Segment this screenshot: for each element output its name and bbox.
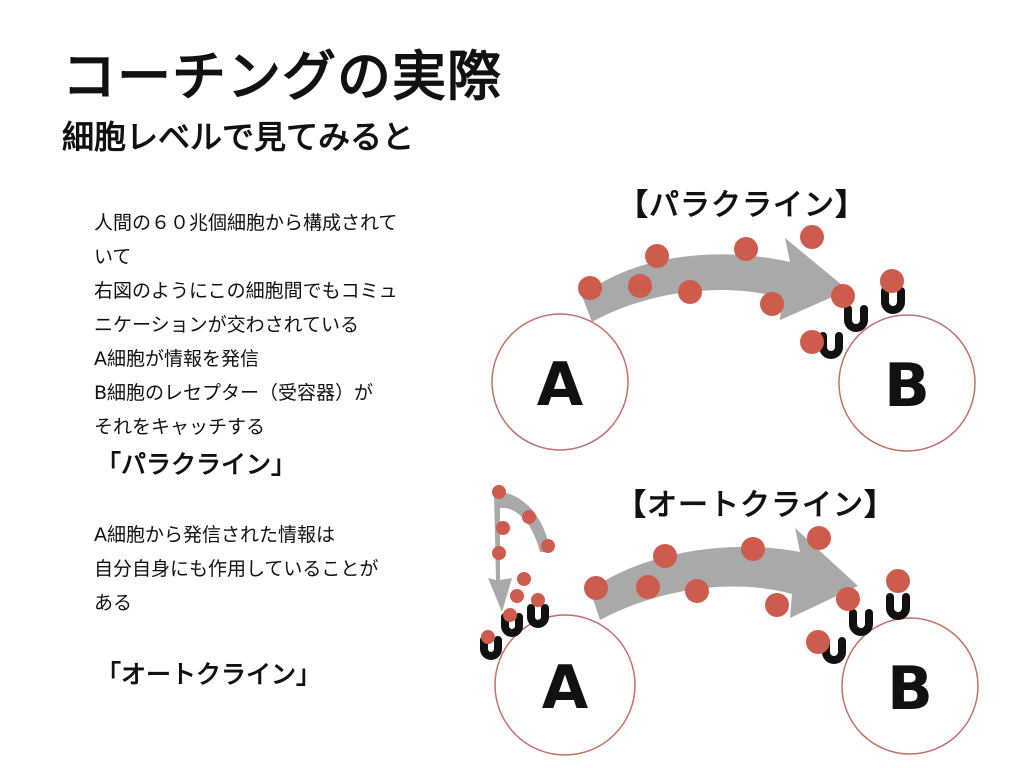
molecule [510, 589, 524, 603]
molecule [678, 280, 702, 304]
text-line: 自分自身にも作用していることが [94, 558, 379, 580]
text-line: ニケーションが交わされている [94, 314, 360, 336]
cell-a-label: A [537, 350, 584, 420]
text-line: 人間の６０兆個細胞から構成されて [94, 212, 398, 234]
paracrine-arrow [582, 238, 848, 322]
cell-a-label: A [542, 653, 589, 723]
molecule [522, 510, 536, 524]
molecule [628, 274, 652, 298]
text-line: A細胞から発信された情報は [94, 524, 335, 546]
page-subtitle: 細胞レベルで見てみると [62, 118, 415, 156]
autocrine-diagram-label: 【オートクライン】 [616, 488, 895, 523]
molecule [741, 537, 765, 561]
text-line: 右図のようにこの細胞間でもコミュ [94, 280, 398, 302]
receptor [819, 332, 843, 359]
text-line: B細胞のレセプター（受容器）が [94, 382, 374, 404]
molecule [492, 485, 506, 499]
paracrine-description: 人間の６０兆個細胞から構成されて いて 右図のようにこの細胞間でもコミュ ニケー… [94, 206, 464, 444]
receptor [501, 613, 523, 637]
text-line: いて [94, 246, 132, 268]
molecule [800, 225, 824, 249]
molecule [492, 546, 506, 560]
cell-b-circle [838, 314, 976, 452]
molecule [765, 593, 789, 617]
molecule [496, 521, 510, 535]
text-line: それをキャッチする [94, 416, 266, 438]
cell-b-circle [841, 617, 979, 755]
paracrine-diagram-label: 【パラクライン】 [618, 188, 866, 223]
cell-a-circle [491, 313, 629, 451]
molecule [578, 276, 602, 300]
receptor [849, 609, 873, 636]
paracrine-diagram: A B [491, 225, 976, 452]
molecule [685, 579, 709, 603]
molecule [653, 544, 677, 568]
molecule [831, 284, 855, 308]
page-title: コーチングの実際 [62, 45, 502, 108]
autocrine-arrow [590, 528, 858, 620]
molecule [636, 575, 660, 599]
receptor [822, 637, 846, 664]
receptor [886, 593, 910, 620]
molecule [584, 576, 608, 600]
molecule [880, 269, 904, 293]
receptor [527, 604, 549, 628]
autocrine-loop-arrow [488, 491, 550, 612]
paracrine-term: 「パラクライン」 [96, 450, 297, 479]
molecule [531, 593, 545, 607]
receptor [844, 305, 868, 332]
molecule [806, 630, 830, 654]
receptor [881, 287, 905, 314]
receptor [480, 636, 502, 660]
molecule [886, 569, 910, 593]
molecule [503, 608, 517, 622]
molecule [800, 330, 824, 354]
molecule [760, 292, 784, 316]
molecule [645, 244, 669, 268]
autocrine-diagram: A B [480, 485, 979, 756]
cell-b-label: B [884, 351, 930, 421]
cell-a-circle [494, 614, 636, 756]
text-line: ある [94, 592, 133, 614]
cell-b-label: B [887, 654, 933, 724]
text-line: A細胞が情報を発信 [94, 348, 259, 370]
autocrine-term: 「オートクライン」 [96, 660, 322, 689]
molecule [836, 587, 860, 611]
molecule [481, 630, 495, 644]
molecule [734, 237, 758, 261]
molecule [807, 526, 831, 550]
molecule [517, 572, 531, 586]
molecule [541, 539, 555, 553]
autocrine-description: A細胞から発信された情報は 自分自身にも作用していることが ある [94, 518, 464, 620]
